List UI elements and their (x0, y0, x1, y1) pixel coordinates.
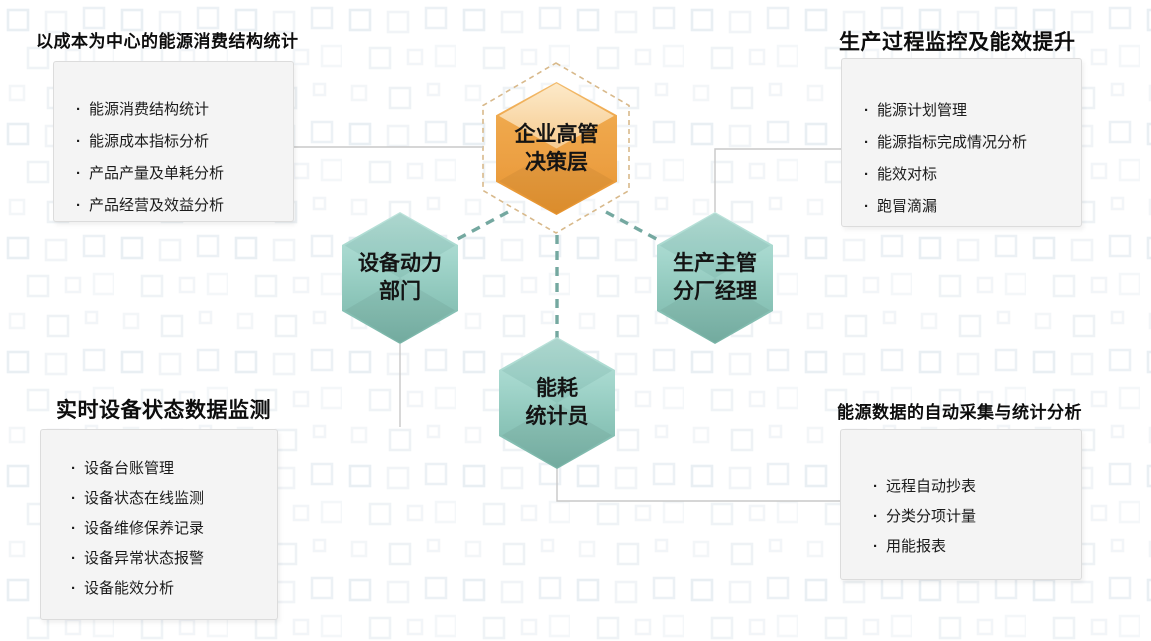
list-item: · 远程自动抄表 (873, 472, 1081, 502)
bullet-dot: · (864, 166, 869, 183)
node-label: 企业高管 (514, 122, 599, 146)
panel-top-right: · 能源计划管理 · 能源指标完成情况分析 · 能效对标 · 跑冒滴漏 (841, 58, 1082, 227)
node-label: 能耗 (536, 377, 578, 400)
list-item: · 能源计划管理 (864, 95, 1081, 127)
list-item: · 能效对标 (864, 159, 1081, 191)
list-item-label: 跑冒滴漏 (877, 198, 938, 215)
list-item: · 跑冒滴漏 (864, 191, 1081, 223)
list-item: · 能源指标完成情况分析 (864, 127, 1081, 159)
bullet-dot: · (873, 508, 878, 525)
section-title-bottom-left: 实时设备状态数据监测 (56, 399, 271, 422)
list-item-label: 分类分项计量 (886, 508, 977, 525)
panel-top-left: · 能源消费结构统计 · 能源成本指标分析 · 产品产量及单耗分析 · 产品经营及效益分… (53, 61, 294, 222)
bullet-dot: · (71, 580, 76, 597)
section-title-bottom-right: 能源数据的自动采集与统计分析 (837, 403, 1082, 422)
list-item: · 能源消费结构统计 (76, 94, 293, 126)
bullet-dot: · (71, 550, 76, 567)
node-label: 分厂经理 (673, 280, 757, 303)
leader-bottom-right (556, 465, 840, 502)
list-item-label: 设备能效分析 (84, 580, 175, 597)
node-label: 决策层 (525, 150, 588, 174)
list-item-label: 用能报表 (886, 538, 947, 555)
list-item-label: 远程自动抄表 (886, 478, 977, 495)
node-label: 生产主管 (673, 252, 757, 275)
bullet-dot: · (76, 197, 81, 214)
panel-bottom-left: · 设备台账管理 · 设备状态在线监测 · 设备维修保养记录 · 设备异常状态报警 · 设… (40, 429, 278, 620)
node-label: 统计员 (525, 405, 589, 428)
section-title-top-right: 生产过程监控及能效提升 (839, 31, 1076, 54)
list-item-label: 产品经营及效益分析 (89, 197, 225, 214)
list-item-label: 设备状态在线监测 (84, 490, 205, 507)
list-item-label: 能源指标完成情况分析 (877, 134, 1028, 151)
bullet-dot: · (864, 102, 869, 119)
bullet-dot: · (71, 520, 76, 537)
node-executive-decision-hexagon: 企业高管 决策层 (496, 82, 617, 215)
bullet-dot: · (864, 134, 869, 151)
bullet-dot: · (873, 538, 878, 555)
node-label: 设备动力 (358, 252, 442, 275)
list-item-label: 能源计划管理 (877, 102, 968, 119)
node-label: 部门 (379, 280, 421, 303)
list-item: · 用能报表 (873, 532, 1081, 562)
center-dashed-outline (482, 62, 630, 234)
bullet-dot: · (71, 490, 76, 507)
list-item-label: 设备台账管理 (84, 460, 175, 477)
list-item-label: 设备异常状态报警 (84, 550, 205, 567)
list-item: · 设备能效分析 (71, 574, 277, 604)
list-item: · 设备台账管理 (71, 454, 277, 484)
bullet-dot: · (864, 198, 869, 215)
list-item: · 设备异常状态报警 (71, 544, 277, 574)
leader-top-right (714, 148, 841, 212)
list-item: · 设备状态在线监测 (71, 484, 277, 514)
list-item-label: 能源成本指标分析 (89, 133, 210, 150)
link-center-right (605, 210, 663, 244)
list-item-label: 设备维修保养记录 (84, 520, 205, 537)
list-item: · 能源成本指标分析 (76, 126, 293, 158)
list-item-label: 能效对标 (877, 166, 938, 183)
list-item: · 产品经营及效益分析 (76, 190, 293, 222)
list-item-label: 能源消费结构统计 (89, 101, 210, 118)
list-item: · 产品产量及单耗分析 (76, 158, 293, 190)
panel-bottom-right: · 远程自动抄表 · 分类分项计量 · 用能报表 (840, 429, 1082, 580)
bullet-dot: · (873, 478, 878, 495)
list-item: · 分类分项计量 (873, 502, 1081, 532)
list-item: · 设备维修保养记录 (71, 514, 277, 544)
bullet-dot: · (76, 165, 81, 182)
section-title-top-left: 以成本为中心的能源消费结构统计 (36, 32, 299, 51)
bullet-dot: · (76, 101, 81, 118)
list-item-label: 产品产量及单耗分析 (89, 165, 225, 182)
node-equipment-power-dept-hexagon: 设备动力 部门 (342, 212, 458, 344)
bullet-dot: · (76, 133, 81, 150)
bullet-dot: · (71, 460, 76, 477)
link-center-left (451, 210, 509, 244)
